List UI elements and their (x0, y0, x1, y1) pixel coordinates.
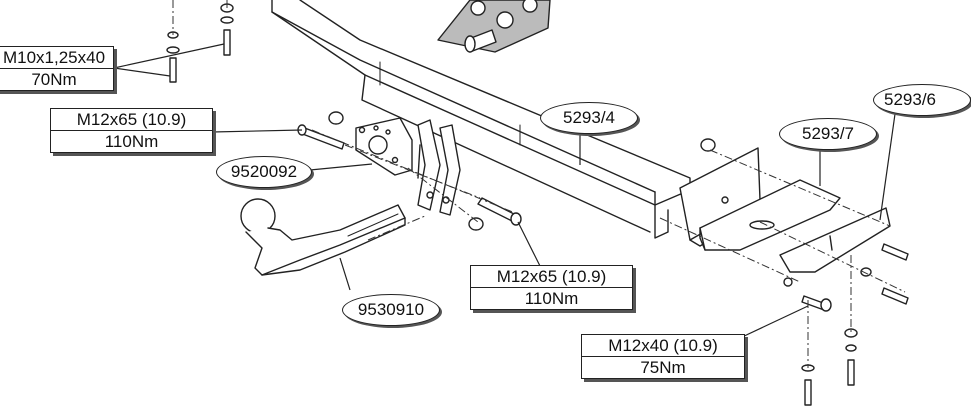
spec-label-m10: M10x1,25x40 70Nm (0, 46, 114, 91)
electrics-plate (355, 117, 413, 176)
cross-beam (271, 0, 691, 239)
spec-torque: 75Nm (640, 358, 686, 377)
spec-torque: 110Nm (524, 289, 579, 308)
spec-torque: 110Nm (104, 132, 159, 151)
part-label-electrics-plate: 9520092 (216, 156, 312, 188)
leader-lines (113, 43, 896, 339)
spec-torque: 70Nm (31, 70, 77, 89)
top-bracket (437, 0, 551, 53)
part-label-tow-ball: 9530910 (342, 294, 440, 326)
part-label-side-bracket: 5293/7 (779, 118, 877, 150)
exploded-view-drawing (113, 0, 909, 406)
ball-holder-brackets (417, 119, 461, 216)
part-label-rear-bracket: 5293/6 (873, 84, 971, 116)
side-bracket-rear (779, 207, 891, 273)
spec-bolt-size: M12x65 (10.9) (471, 266, 632, 288)
spec-label-m12-middle: M12x65 (10.9) 110Nm (470, 265, 633, 310)
side-bracket (699, 179, 841, 251)
spec-bolt-size: M12x40 (10.9) (582, 335, 744, 357)
spec-bolt-size: M10x1,25x40 (0, 47, 113, 69)
spec-label-m12-right: M12x40 (10.9) 75Nm (581, 334, 745, 379)
tow-ball (240, 198, 406, 276)
spec-bolt-size: M12x65 (10.9) (51, 109, 212, 131)
spec-label-m12-left: M12x65 (10.9) 110Nm (50, 108, 213, 153)
assembly-axes (172, 0, 906, 368)
part-label-cross-beam: 5293/4 (540, 102, 638, 134)
